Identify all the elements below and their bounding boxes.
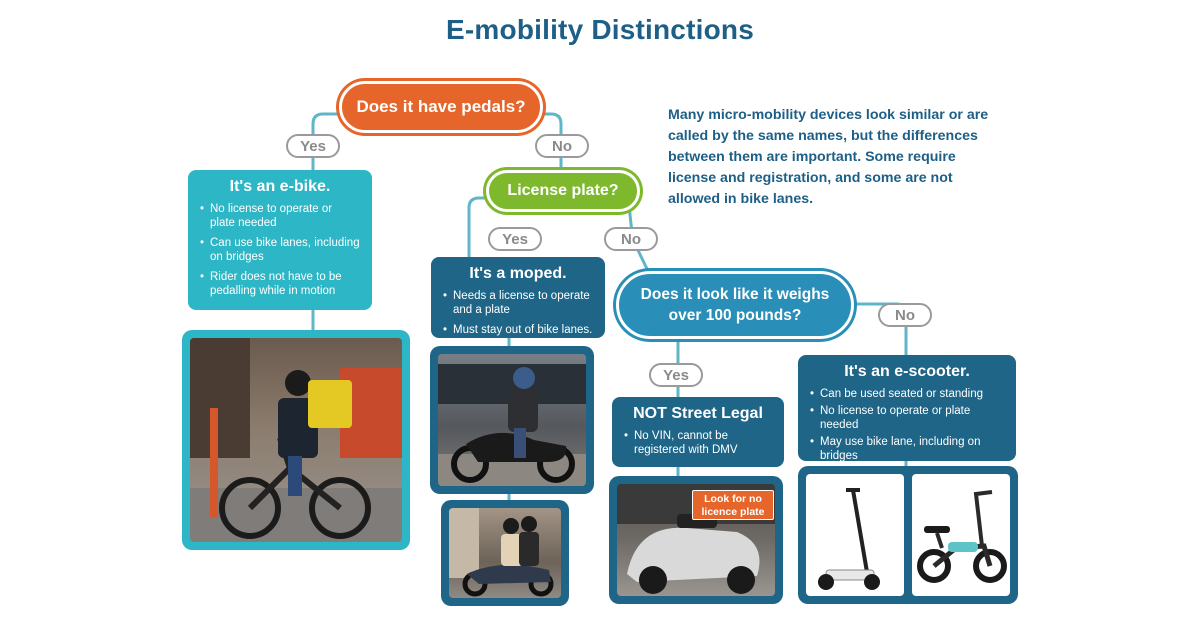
answer-yes-weight: Yes [649,363,703,387]
not-street-legal-box: NOT Street Legal No VIN, cannot be regis… [612,397,784,467]
moped-photo-1 [430,346,594,494]
moped-box: It's a moped. Needs a license to operate… [431,257,605,338]
not-legal-point: No VIN, cannot be registered with DMV [624,429,772,457]
escooter-photo-frame [798,466,1018,604]
moped-rider-image [438,364,586,486]
question-weight: Does it look like it weighs over 100 pou… [616,271,854,339]
seated-scooter-photo [912,474,1010,596]
moped-two-riders-image [449,508,554,597]
ebike-point: Rider does not have to be pedalling whil… [200,270,360,298]
answer-yes-plate: Yes [488,227,542,251]
kick-scooter-image [818,488,880,590]
moped-point: Needs a license to operate and a plate [443,289,593,317]
question-license-plate: License plate? [486,170,640,212]
ebike-photo [182,330,410,550]
question-pedals: Does it have pedals? [339,81,543,133]
diagram-title: E-mobility Distinctions [446,14,754,45]
answer-no-weight: No [878,303,932,327]
escooter-point: Can be used seated or standing [810,387,1004,401]
ebike-box: It's an e-bike. No license to operate or… [188,170,372,310]
not-legal-title: NOT Street Legal [633,405,763,422]
escooter-point: May use bike lane, including on bridges [810,435,1004,463]
moped-photo-2 [441,500,569,606]
ebike-title: It's an e-bike. [229,178,331,195]
answer-yes-pedals: Yes [286,134,340,158]
no-plate-tag: Look for no licence plate [692,490,774,520]
ebike-point: Can use bike lanes, including on bridges [200,236,360,264]
answer-no-pedals: No [535,134,589,158]
escooter-point: No license to operate or plate needed [810,404,1004,432]
seated-scooter-image [917,490,1007,583]
kick-scooter-photo [806,474,904,596]
ebike-rider-image [190,338,402,542]
intro-text: Many micro-mobility devices look similar… [668,107,989,207]
moped-title: It's a moped. [469,265,567,282]
moped-point: Must stay out of bike lanes. [443,323,593,337]
ebike-point: No license to operate or plate needed [200,202,360,230]
answer-no-plate: No [604,227,658,251]
escooter-box: It's an e-scooter. Can be used seated or… [798,355,1016,463]
escooter-title: It's an e-scooter. [844,363,970,380]
